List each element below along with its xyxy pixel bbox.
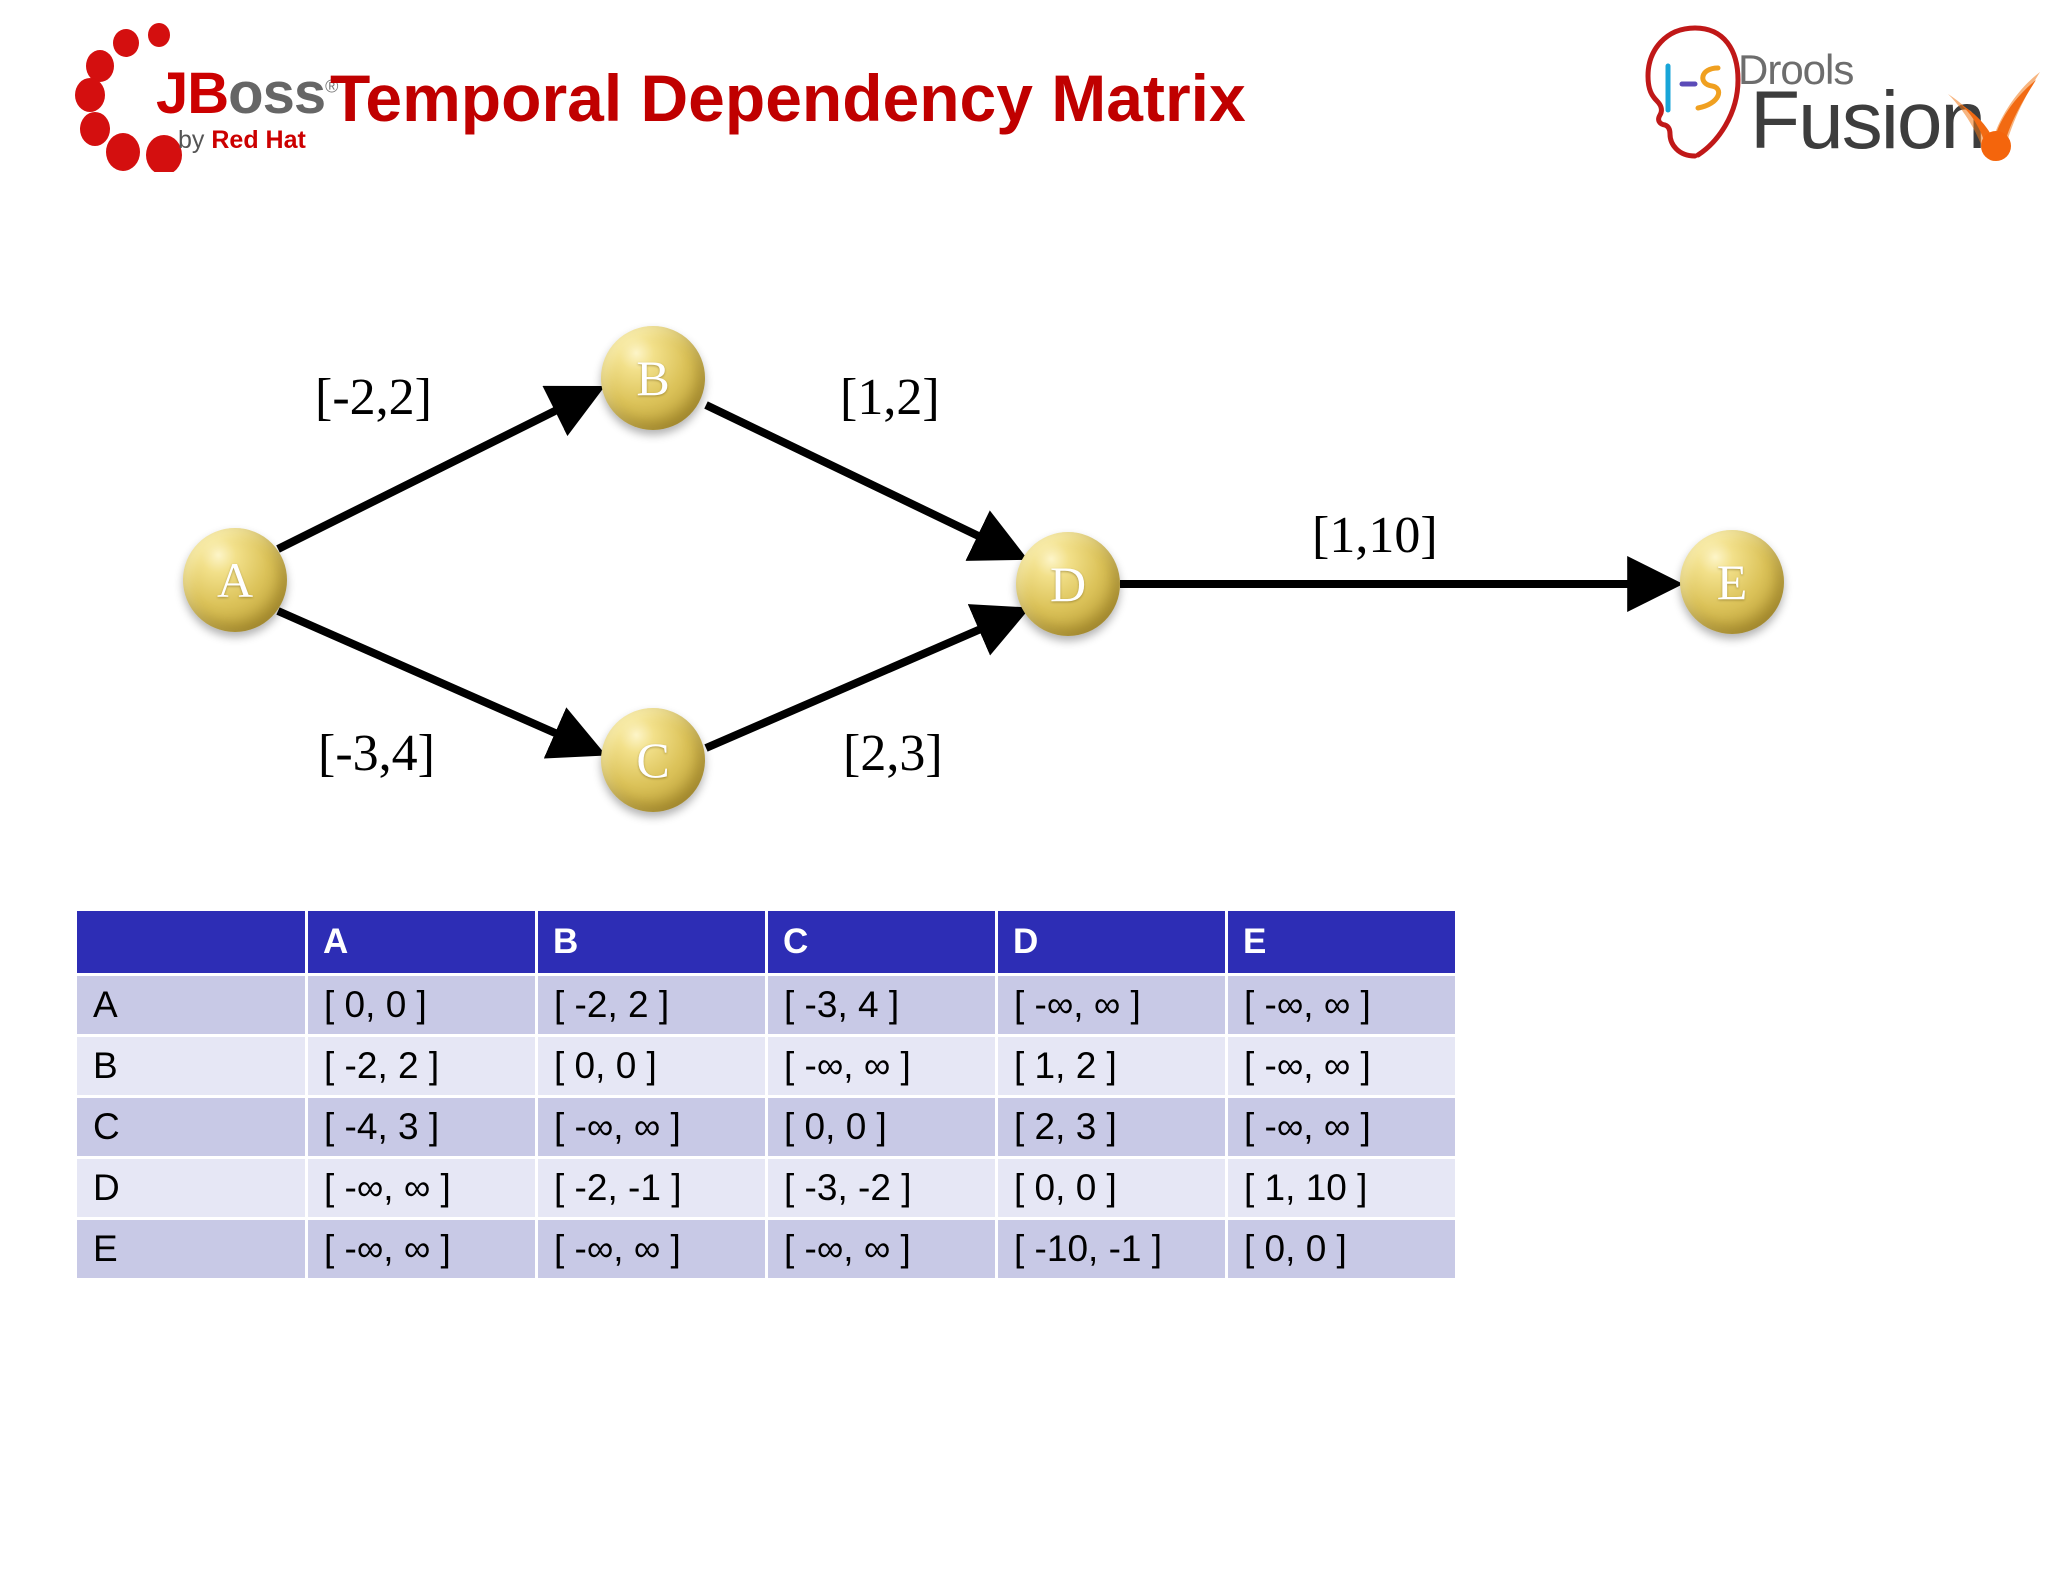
matrix-row-header-c: C <box>77 1098 305 1156</box>
matrix-cell-d-d: [ 0, 0 ] <box>998 1159 1225 1217</box>
matrix-cell-d-a: [ -∞, ∞ ] <box>308 1159 535 1217</box>
matrix-cell-d-b: [ -2, -1 ] <box>538 1159 765 1217</box>
jboss-letter-b: B <box>187 61 229 126</box>
fusion-flame-icon <box>1948 72 2040 161</box>
registered-mark-icon: ® <box>325 76 338 97</box>
matrix-body: A [ 0, 0 ] [ -2, 2 ] [ -3, 4 ] [ -∞, ∞ ]… <box>77 976 1455 1278</box>
edge-label-c-d: [2,3] <box>843 725 943 782</box>
matrix-row-header-a: A <box>77 976 305 1034</box>
matrix-cell-b-c: [ -∞, ∞ ] <box>768 1037 995 1095</box>
matrix-col-header-d: D <box>998 911 1225 973</box>
matrix-row-header-e: E <box>77 1220 305 1278</box>
jboss-byline: by Red Hat <box>178 126 306 155</box>
matrix-cell-d-c: [ -3, -2 ] <box>768 1159 995 1217</box>
table-row: B [ -2, 2 ] [ 0, 0 ] [ -∞, ∞ ] [ 1, 2 ] … <box>77 1037 1455 1095</box>
graph-node-e[interactable]: E <box>1680 530 1784 634</box>
edge-b-d <box>704 401 1029 561</box>
matrix-col-header-a: A <box>308 911 535 973</box>
matrix-row-header-b: B <box>77 1037 305 1095</box>
jboss-dots-icon <box>75 23 182 172</box>
matrix-row-header-d: D <box>77 1159 305 1217</box>
matrix-col-header-c: C <box>768 911 995 973</box>
drools-fusion-logo: Drools Fusion <box>1640 18 2040 168</box>
drools-face-icon <box>1645 25 1741 159</box>
edge-c-d <box>704 604 1031 752</box>
matrix-cell-a-d: [ -∞, ∞ ] <box>998 976 1225 1034</box>
matrix-cell-e-d: [ -10, -1 ] <box>998 1220 1225 1278</box>
jboss-redhat-text: Red Hat <box>211 126 306 154</box>
matrix-cell-c-e: [ -∞, ∞ ] <box>1228 1098 1455 1156</box>
graph-node-d-label: D <box>1049 556 1087 612</box>
dependency-graph: A B C D E [-2,2] [-3,4] [1,2] [2,3] [1,1… <box>0 200 2048 880</box>
edge-a-b <box>276 385 606 553</box>
matrix-cell-e-e: [ 0, 0 ] <box>1228 1220 1455 1278</box>
jboss-wordmark: JBoss® <box>156 60 338 127</box>
edge-label-b-d: [1,2] <box>840 369 940 426</box>
drools-wordmark: Drools <box>1738 46 1854 93</box>
matrix-cell-d-e: [ 1, 10 ] <box>1228 1159 1455 1217</box>
graph-node-a[interactable]: A <box>183 528 287 632</box>
matrix-cell-a-a: [ 0, 0 ] <box>308 976 535 1034</box>
edge-label-d-e: [1,10] <box>1312 507 1438 564</box>
matrix-header-row: A B C D E <box>77 911 1455 973</box>
matrix-cell-b-d: [ 1, 2 ] <box>998 1037 1225 1095</box>
fusion-wordmark: Fusion <box>1750 75 1986 166</box>
slide-header: JBoss® by Red Hat Temporal Dependency Ma… <box>0 0 2048 200</box>
matrix-header: A B C D E <box>77 911 1455 973</box>
matrix-cell-c-b: [ -∞, ∞ ] <box>538 1098 765 1156</box>
matrix-cell-c-c: [ 0, 0 ] <box>768 1098 995 1156</box>
table-row: C [ -4, 3 ] [ -∞, ∞ ] [ 0, 0 ] [ 2, 3 ] … <box>77 1098 1455 1156</box>
matrix-cell-b-a: [ -2, 2 ] <box>308 1037 535 1095</box>
graph-edges <box>276 385 1684 759</box>
matrix-cell-a-b: [ -2, 2 ] <box>538 976 765 1034</box>
matrix-cell-c-d: [ 2, 3 ] <box>998 1098 1225 1156</box>
graph-node-c[interactable]: C <box>601 708 705 812</box>
edge-label-a-b: [-2,2] <box>315 369 432 426</box>
jboss-letters-oss: oss <box>228 61 326 126</box>
jboss-by-text: by <box>178 126 212 154</box>
edge-a-c <box>276 607 607 759</box>
matrix-cell-b-b: [ 0, 0 ] <box>538 1037 765 1095</box>
matrix-cell-e-b: [ -∞, ∞ ] <box>538 1220 765 1278</box>
temporal-dependency-matrix-table: A B C D E A [ 0, 0 ] [ -2, 2 ] [ -3, 4 ]… <box>74 908 1455 1281</box>
graph-node-d[interactable]: D <box>1016 532 1120 636</box>
table-row: E [ -∞, ∞ ] [ -∞, ∞ ] [ -∞, ∞ ] [ -10, -… <box>77 1220 1455 1278</box>
graph-node-b-label: B <box>636 350 670 406</box>
graph-node-b[interactable]: B <box>601 326 705 430</box>
graph-node-e-label: E <box>1716 554 1748 610</box>
matrix-corner-cell <box>77 911 305 973</box>
matrix-cell-c-a: [ -4, 3 ] <box>308 1098 535 1156</box>
page-title: Temporal Dependency Matrix <box>330 61 1246 135</box>
jboss-logo: JBoss® by Red Hat <box>72 22 362 172</box>
matrix-cell-e-a: [ -∞, ∞ ] <box>308 1220 535 1278</box>
table-row: A [ 0, 0 ] [ -2, 2 ] [ -3, 4 ] [ -∞, ∞ ]… <box>77 976 1455 1034</box>
table-row: D [ -∞, ∞ ] [ -2, -1 ] [ -3, -2 ] [ 0, 0… <box>77 1159 1455 1217</box>
jboss-letter-j: J <box>156 61 188 126</box>
edge-label-a-c: [-3,4] <box>318 725 435 782</box>
matrix-cell-e-c: [ -∞, ∞ ] <box>768 1220 995 1278</box>
matrix-cell-a-c: [ -3, 4 ] <box>768 976 995 1034</box>
graph-node-c-label: C <box>636 732 670 788</box>
graph-node-a-label: A <box>216 552 254 608</box>
matrix-cell-a-e: [ -∞, ∞ ] <box>1228 976 1455 1034</box>
matrix-col-header-b: B <box>538 911 765 973</box>
matrix-cell-b-e: [ -∞, ∞ ] <box>1228 1037 1455 1095</box>
matrix-table: A B C D E A [ 0, 0 ] [ -2, 2 ] [ -3, 4 ]… <box>74 908 1458 1281</box>
matrix-col-header-e: E <box>1228 911 1455 973</box>
